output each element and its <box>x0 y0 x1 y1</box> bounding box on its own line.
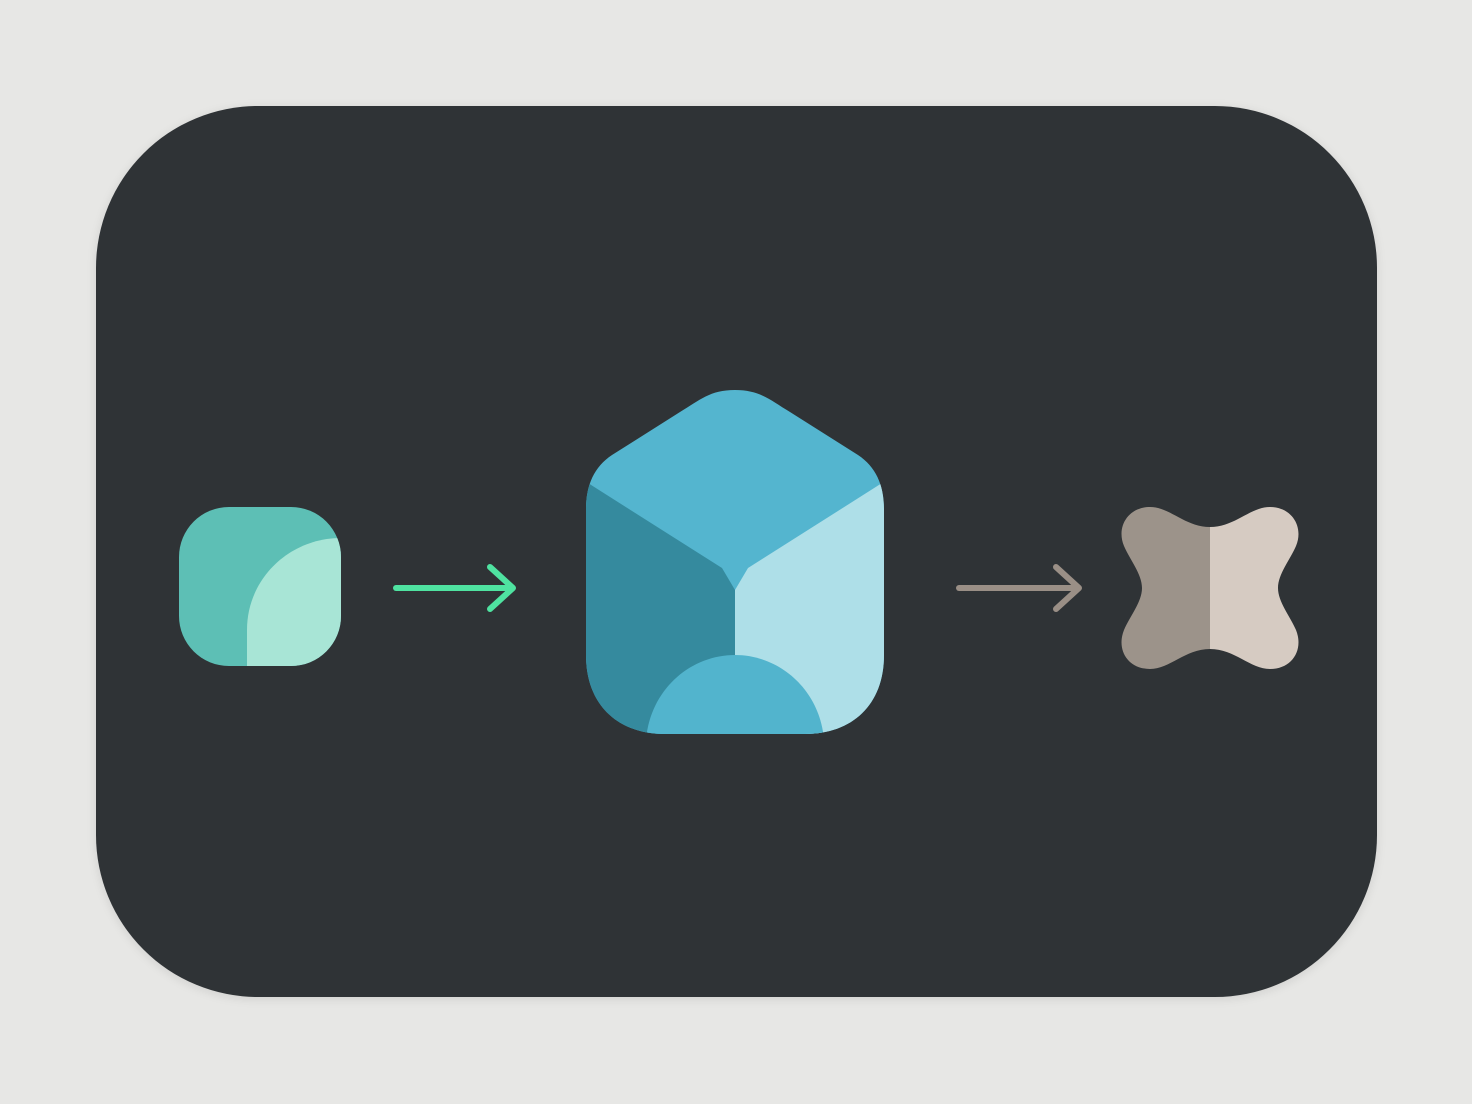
square-highlight <box>247 538 341 666</box>
output-node <box>1121 507 1299 669</box>
cube-dome <box>646 655 824 734</box>
processor-node <box>586 390 884 734</box>
arrow-right-icon <box>393 564 516 612</box>
x-shape-icon <box>1121 507 1299 669</box>
connector-processor-to-output <box>956 564 1082 612</box>
rounded-square-icon <box>179 507 341 666</box>
x-shape-right-half <box>1210 507 1299 669</box>
arrow-right-icon <box>956 564 1082 612</box>
source-node <box>179 507 341 666</box>
connector-source-to-processor <box>393 564 516 612</box>
cube-icon <box>586 390 884 734</box>
x-shape-left-half <box>1121 507 1210 669</box>
